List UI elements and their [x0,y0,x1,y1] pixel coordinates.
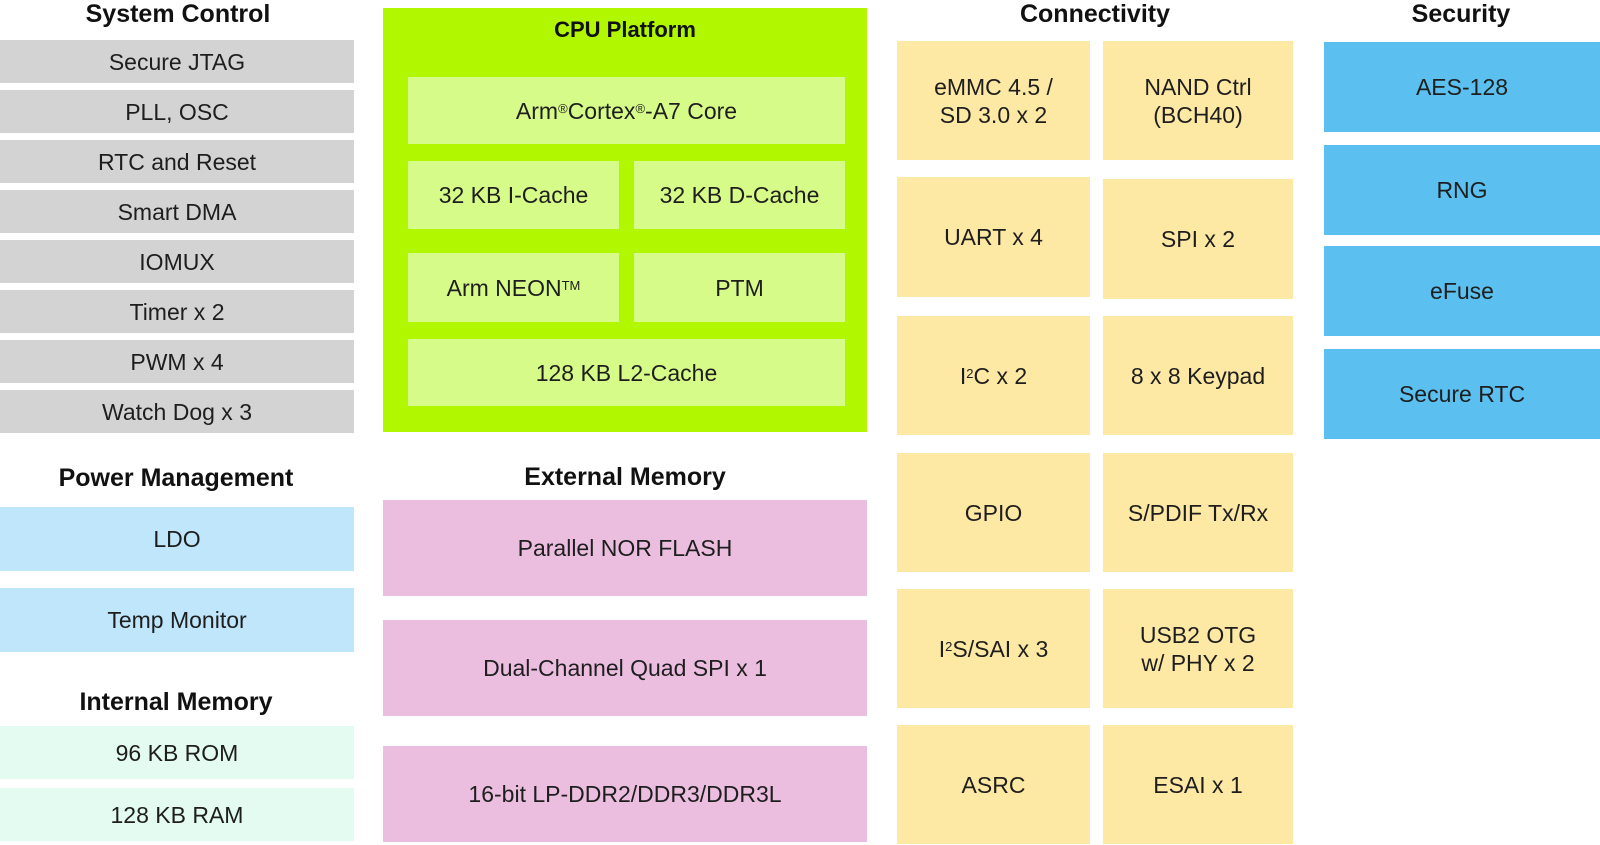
rng-block: RNG [1324,145,1600,235]
emmc-sd-block: eMMC 4.5 / SD 3.0 x 2 [897,41,1090,160]
secure-rtc-block: Secure RTC [1324,349,1600,439]
system-control-title: System Control [85,0,271,28]
keypad-block: 8 x 8 Keypad [1103,316,1293,435]
connectivity-title: Connectivity [1019,0,1171,28]
usb-otg-block: USB2 OTG w/ PHY x 2 [1103,589,1293,708]
efuse-block: eFuse [1324,246,1600,336]
spdif-block: S/PDIF Tx/Rx [1103,453,1293,572]
pll-osc-block: PLL, OSC [0,90,354,133]
i2s-text-post: S/SAI x 3 [952,635,1049,662]
rtc-reset-block: RTC and Reset [0,140,354,183]
uart-block: UART x 4 [897,177,1090,297]
core-text-post: -A7 Core [645,97,738,124]
temp-monitor-block: Temp Monitor [0,588,354,652]
l2cache-block: 128 KB L2-Cache [408,339,845,406]
quad-spi-block: Dual-Channel Quad SPI x 1 [383,620,867,716]
iomux-block: IOMUX [0,240,354,283]
timer-block: Timer x 2 [0,290,354,333]
i2c-text-post: C x 2 [973,362,1028,389]
secure-jtag-block: Secure JTAG [0,40,354,83]
internal-memory-title: Internal Memory [79,688,273,716]
ram-block: 128 KB RAM [0,788,354,841]
external-memory-title: External Memory [524,463,726,491]
rom-block: 96 KB ROM [0,726,354,779]
nor-flash-block: Parallel NOR FLASH [383,500,867,596]
esai-block: ESAI x 1 [1103,725,1293,844]
security-title: Security [1411,0,1511,28]
nand-ctrl-block: NAND Ctrl (BCH40) [1103,41,1293,160]
core-text-pre: Arm [515,97,559,124]
pwm-block: PWM x 4 [0,340,354,383]
asrc-block: ASRC [897,725,1090,844]
cortex-a7-core-block: Arm® Cortex®-A7 Core [408,77,845,144]
dcache-block: 32 KB D-Cache [634,161,845,229]
i2s-text-pre: I [938,635,946,662]
spi-block: SPI x 2 [1103,179,1293,299]
ddr-block: 16-bit LP-DDR2/DDR3/DDR3L [383,746,867,842]
icache-block: 32 KB I-Cache [408,161,619,229]
power-management-title: Power Management [58,464,294,492]
ldo-block: LDO [0,507,354,571]
i2c-text-pre: I [959,362,967,389]
aes-block: AES-128 [1324,42,1600,132]
gpio-block: GPIO [897,453,1090,572]
smart-dma-block: Smart DMA [0,190,354,233]
neon-text: Arm NEON [446,274,562,301]
cpu-platform-title: CPU Platform [554,17,696,42]
core-text-mid: Cortex [567,97,636,124]
ptm-block: PTM [634,253,845,322]
watchdog-block: Watch Dog x 3 [0,390,354,433]
